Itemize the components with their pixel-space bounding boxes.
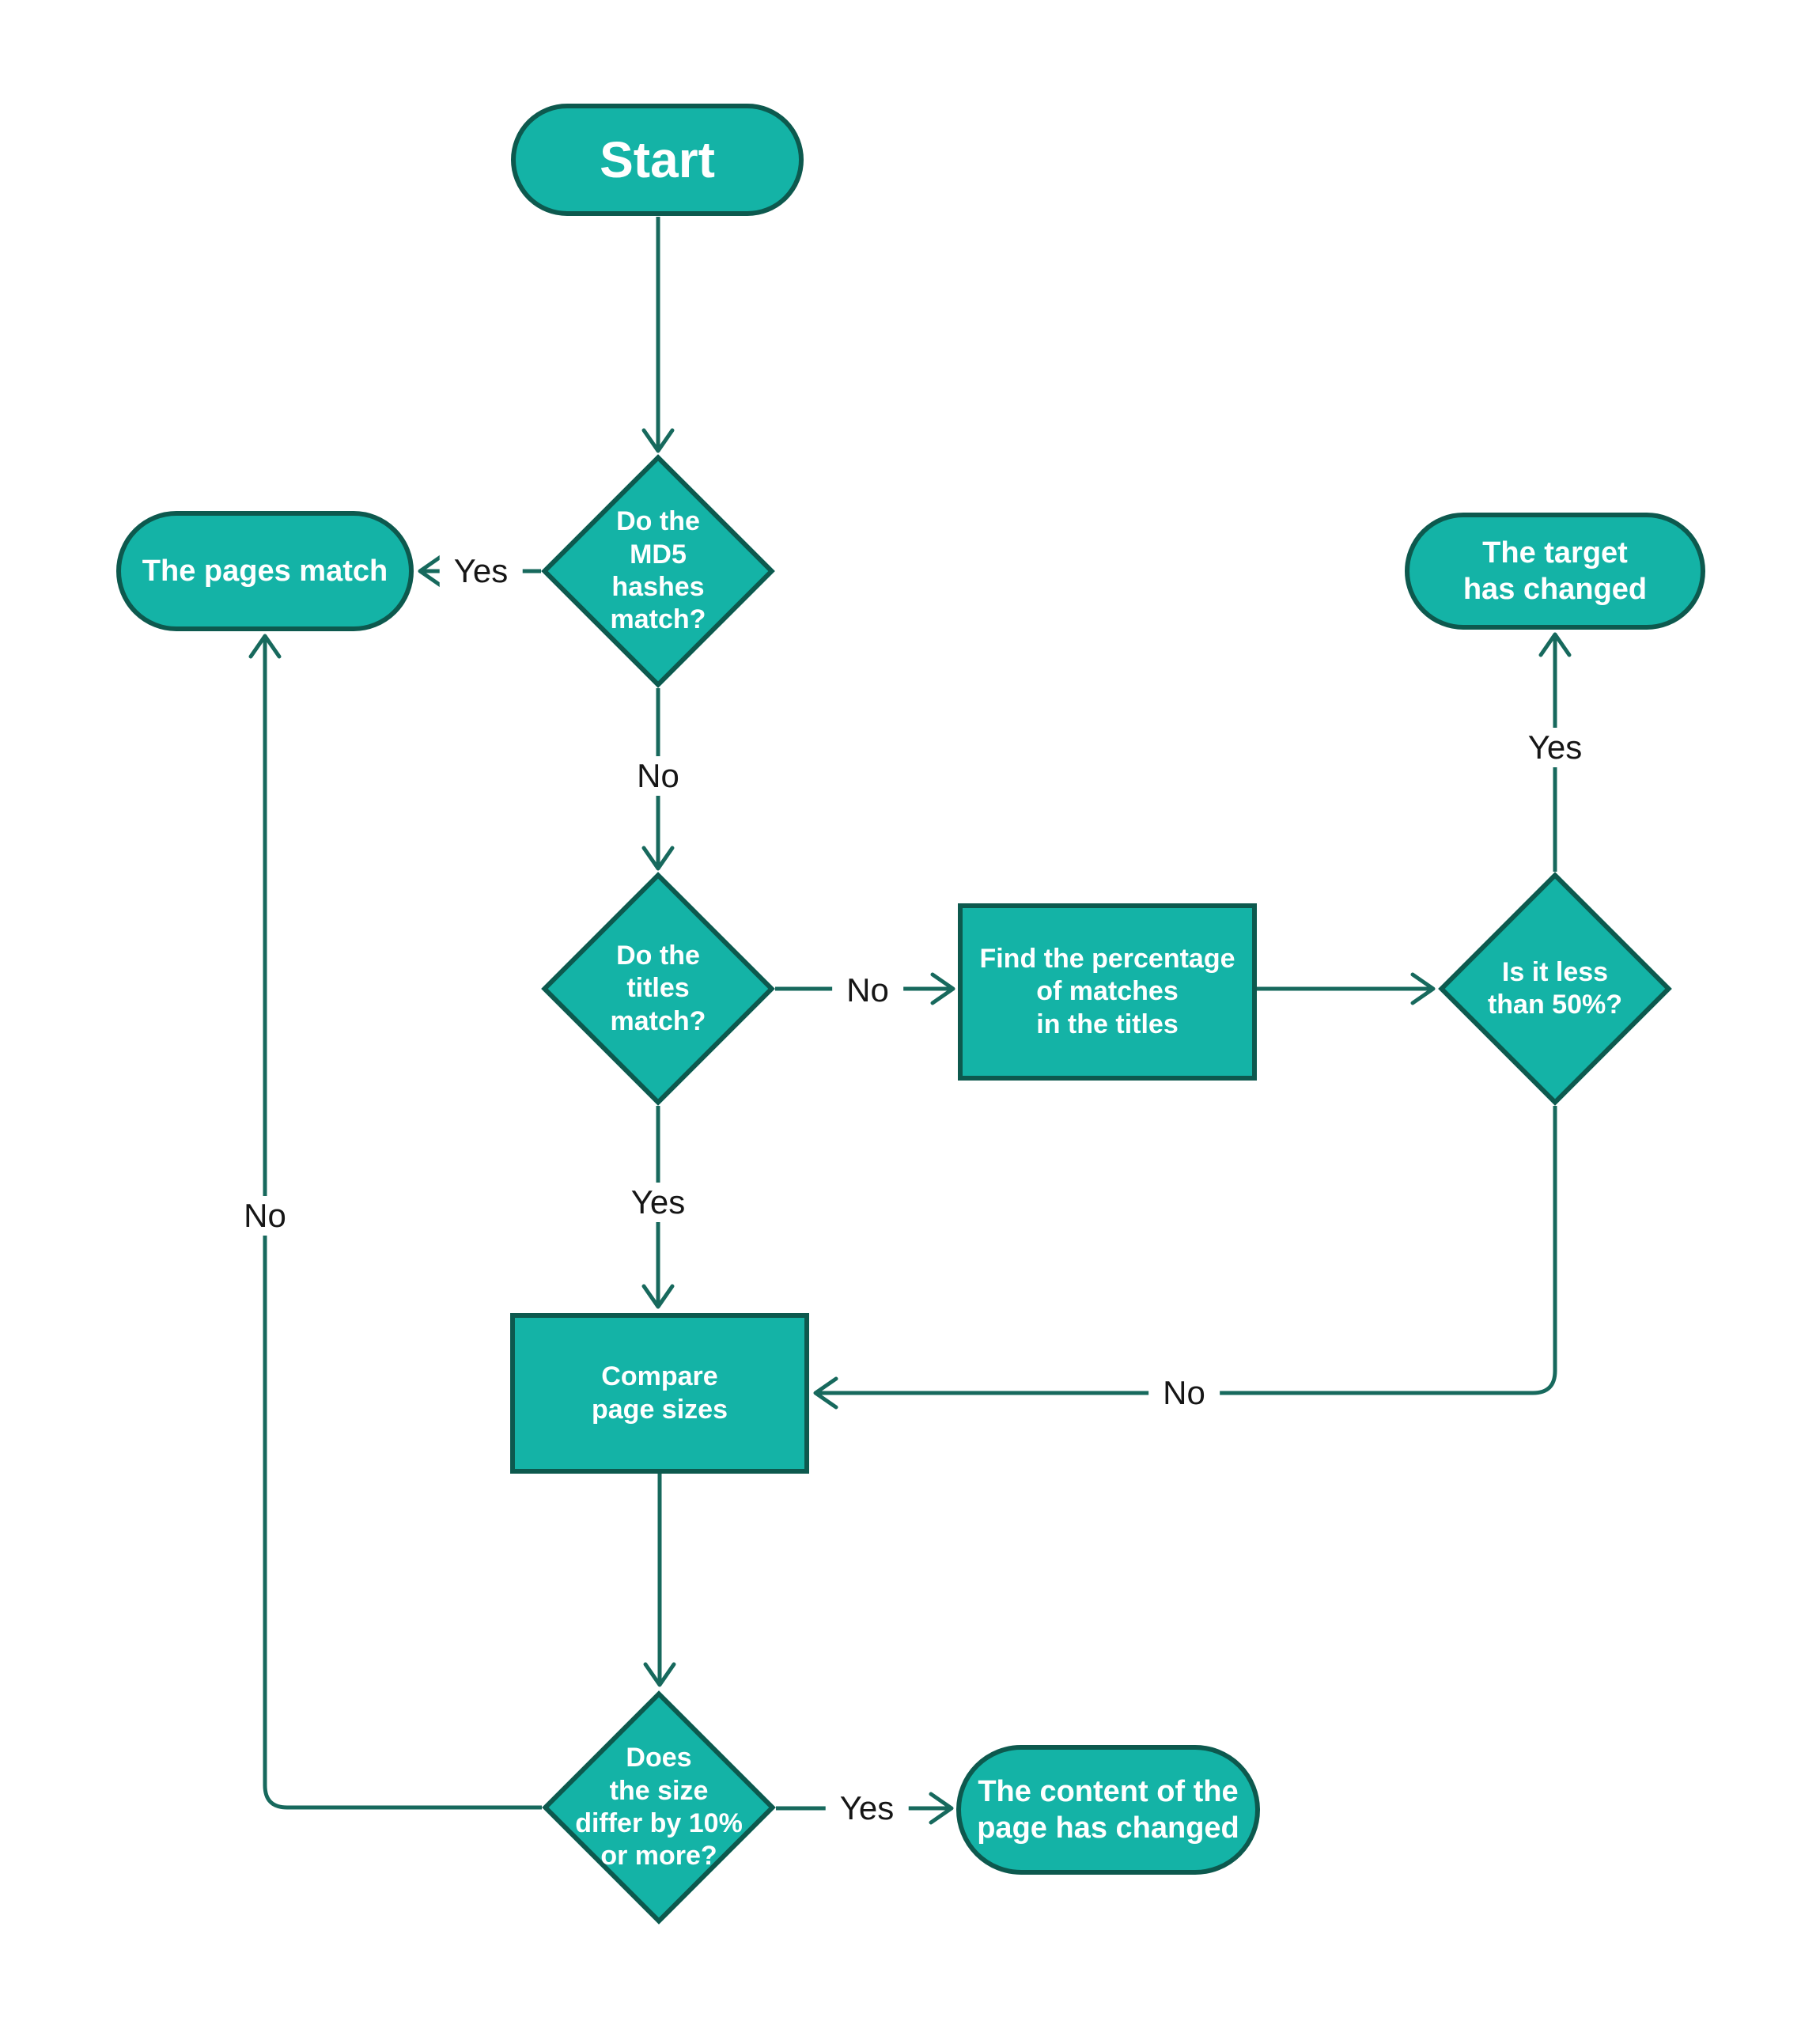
- terminator-content-has-changed: The content of the page has changed: [956, 1745, 1260, 1875]
- edge-label-md5-no: No: [622, 756, 694, 796]
- decision-size-differs: Does the size differ by 10% or more?: [542, 1690, 776, 1925]
- edge-label-less50-no: No: [1148, 1373, 1220, 1413]
- terminator-target-has-changed: The target has changed: [1405, 513, 1705, 630]
- decision-label: Do the titles match?: [610, 940, 706, 1036]
- decision-less-than-50: Is it less than 50%?: [1438, 872, 1672, 1106]
- terminator-start: Start: [511, 104, 804, 216]
- process-compare-page-sizes: Compare page sizes: [510, 1313, 809, 1474]
- process-find-percentage: Find the percentage of matches in the ti…: [958, 903, 1257, 1081]
- edge-differ-no-to-pages-match: [248, 634, 542, 1810]
- edge-less50-no-to-compare-sizes: [813, 1106, 1557, 1410]
- decision-label: Do the MD5 hashes match?: [610, 506, 706, 635]
- decision-label: Does the size differ by 10% or more?: [575, 1743, 743, 1872]
- edge-label-differ-yes: Yes: [825, 1788, 909, 1828]
- decision-label: Is it less than 50%?: [1487, 956, 1623, 1020]
- decision-md5-hashes-match: Do the MD5 hashes match?: [541, 454, 775, 688]
- decision-titles-match: Do the titles match?: [541, 872, 775, 1106]
- edge-label-less50-yes: Yes: [1513, 728, 1597, 767]
- terminator-pages-match: The pages match: [116, 511, 414, 631]
- edge-label-titles-no: No: [832, 971, 903, 1010]
- edge-label-md5-yes: Yes: [439, 551, 523, 591]
- edge-label-titles-yes: Yes: [616, 1183, 700, 1222]
- edge-label-differ-no: No: [229, 1196, 301, 1236]
